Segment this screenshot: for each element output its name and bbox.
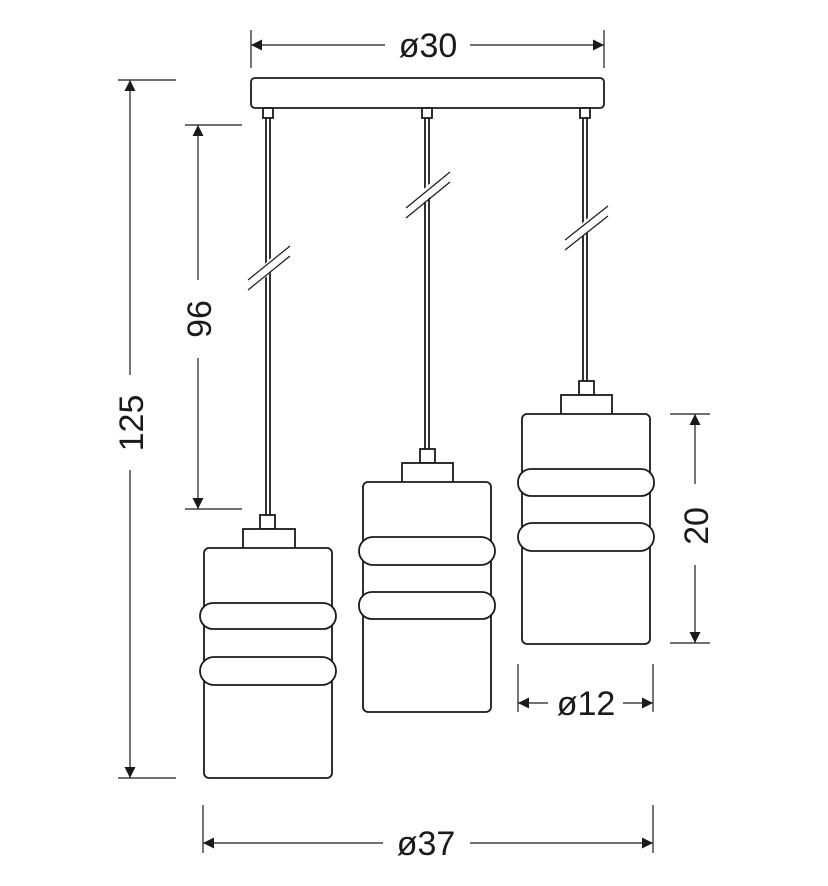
cable-length-dimension: 96 <box>181 124 242 510</box>
glass-ring <box>199 656 337 686</box>
overall-height-label: 125 <box>113 395 151 452</box>
overall-width-label: ø37 <box>397 825 456 863</box>
glass-ring <box>517 522 655 552</box>
shade-diameter-dimension: ø12 <box>517 664 654 723</box>
shade-height-label: 20 <box>678 507 716 545</box>
overall-height-dimension: 125 <box>113 79 176 779</box>
cable-break-mark <box>564 205 609 241</box>
canopy-width-dimension: ø30 <box>250 27 605 68</box>
pendant-left <box>199 107 337 779</box>
cable-break-mark <box>405 171 451 209</box>
glass-ring <box>358 591 496 620</box>
overall-width-dimension: ø37 <box>202 805 654 863</box>
glass-ring <box>358 536 496 566</box>
ceiling-canopy <box>250 77 605 109</box>
cable-length-label: 96 <box>181 300 219 338</box>
glass-ring <box>517 468 655 497</box>
cable-break-mark <box>247 245 291 281</box>
canopy-width-label: ø30 <box>399 27 458 65</box>
pendant-middle <box>358 107 496 713</box>
glass-ring <box>199 602 337 630</box>
shade-height-dimension: 20 <box>670 413 716 644</box>
shade-diameter-label: ø12 <box>557 685 616 723</box>
pendant-right <box>517 107 655 645</box>
